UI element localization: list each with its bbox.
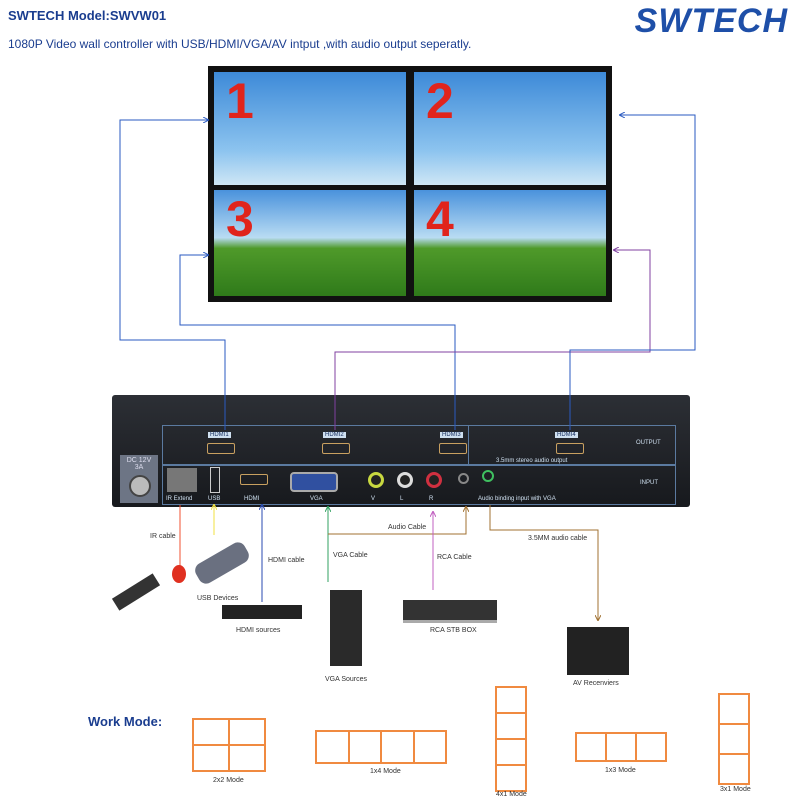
controller-device [112, 395, 690, 507]
vga-port [290, 472, 338, 492]
audio-in-label: Audio binding input with VGA [478, 496, 556, 502]
l-label: L [400, 496, 404, 502]
speakers-icon [567, 627, 629, 675]
panel-1: 1 [214, 72, 406, 185]
swtech-logo: SWTECH [634, 2, 788, 40]
hdmi-in-port [240, 474, 268, 485]
ir-receiver-icon [172, 565, 186, 583]
l-jack [397, 472, 413, 488]
v-label: V [371, 496, 376, 502]
hdmi3-line [179, 255, 456, 430]
mode-2x2-label: 2x2 Mode [213, 777, 244, 784]
work-mode-title: Work Mode: [88, 714, 163, 729]
usb-port [210, 467, 220, 493]
rca-cable-label: RCA Cable [437, 554, 472, 561]
pc-tower-icon [330, 590, 362, 666]
hdmi2-line [334, 250, 651, 430]
output-label: OUTPUT [636, 440, 661, 446]
hdmi2-output[interactable]: HDMI2 [323, 432, 346, 438]
hdmi1-output[interactable]: HDMI1 [208, 432, 231, 438]
mm-audio-line [489, 505, 598, 620]
power-jack [129, 475, 151, 497]
power-label: DC 12V 3A [126, 457, 152, 471]
mode-4x1-diagram [495, 686, 527, 792]
mode-3x1-label: 3x1 Mode [720, 786, 751, 793]
usb-label: USB [208, 496, 221, 502]
model-title: SWTECH Model:SWVW01 [8, 8, 167, 23]
vga-label: VGA [310, 496, 323, 502]
hdmi4-output[interactable]: HDMI4 [555, 432, 578, 438]
output-frame-r [162, 425, 676, 465]
hdmi-port [439, 443, 467, 454]
panel-2: 2 [414, 72, 606, 185]
hdmi-port [556, 443, 584, 454]
mode-1x3-diagram [575, 732, 667, 762]
mode-2x2-diagram [192, 718, 266, 772]
mm-cable-label: 3.5MM audio cable [528, 535, 588, 542]
hdmi-in-label: HDMI [244, 496, 260, 502]
input-label: INPUT [640, 480, 658, 486]
mode-3x1-diagram [718, 693, 750, 785]
hdmi4-line [569, 115, 696, 430]
vga-sources-label: VGA Sources [325, 676, 368, 683]
audio-out-label: 3.5mm stereo audio output [496, 458, 568, 464]
video-wall: 1 2 3 4 [208, 66, 612, 302]
hdmi-port [322, 443, 350, 454]
mode-1x4-diagram [315, 730, 447, 764]
ir-cable-label: IR cable [150, 533, 176, 540]
av-receivers-label: AV Recenviers [573, 680, 619, 687]
hdmi3-output[interactable]: HDMI3 [440, 432, 463, 438]
ir-extend-label: IR Extend [166, 496, 193, 502]
hdmi-cable-label: HDMI cable [268, 557, 305, 564]
audio-cable-label: Audio Cable [388, 524, 427, 531]
vga-cable-label: VGA Cable [333, 552, 368, 559]
mode-1x3-label: 1x3 Mode [605, 767, 636, 774]
mode-4x1-label: 4x1 Mode [496, 791, 527, 798]
audio-in-jack [458, 473, 469, 484]
hdmi-sources-label: HDMI sources [236, 627, 281, 634]
audio-line [328, 507, 466, 535]
subtitle: 1080P Video wall controller with USB/HDM… [8, 37, 472, 51]
rj45-port [167, 468, 197, 492]
hdmi-source-icon [222, 605, 302, 619]
rca-stb-label: RCA STB BOX [430, 627, 477, 634]
usb-devices-label: USB Devices [197, 595, 239, 602]
v-jack [368, 472, 384, 488]
mode-1x4-label: 1x4 Mode [370, 768, 401, 775]
audio-out-jack [482, 470, 494, 482]
stb-box-icon [403, 600, 497, 623]
r-label: R [429, 496, 434, 502]
hdmi1-line [119, 120, 226, 430]
hdmi-port [207, 443, 235, 454]
input-frame [162, 465, 676, 505]
panel-4: 4 [414, 190, 606, 296]
r-jack [426, 472, 442, 488]
panel-3: 3 [214, 190, 406, 296]
